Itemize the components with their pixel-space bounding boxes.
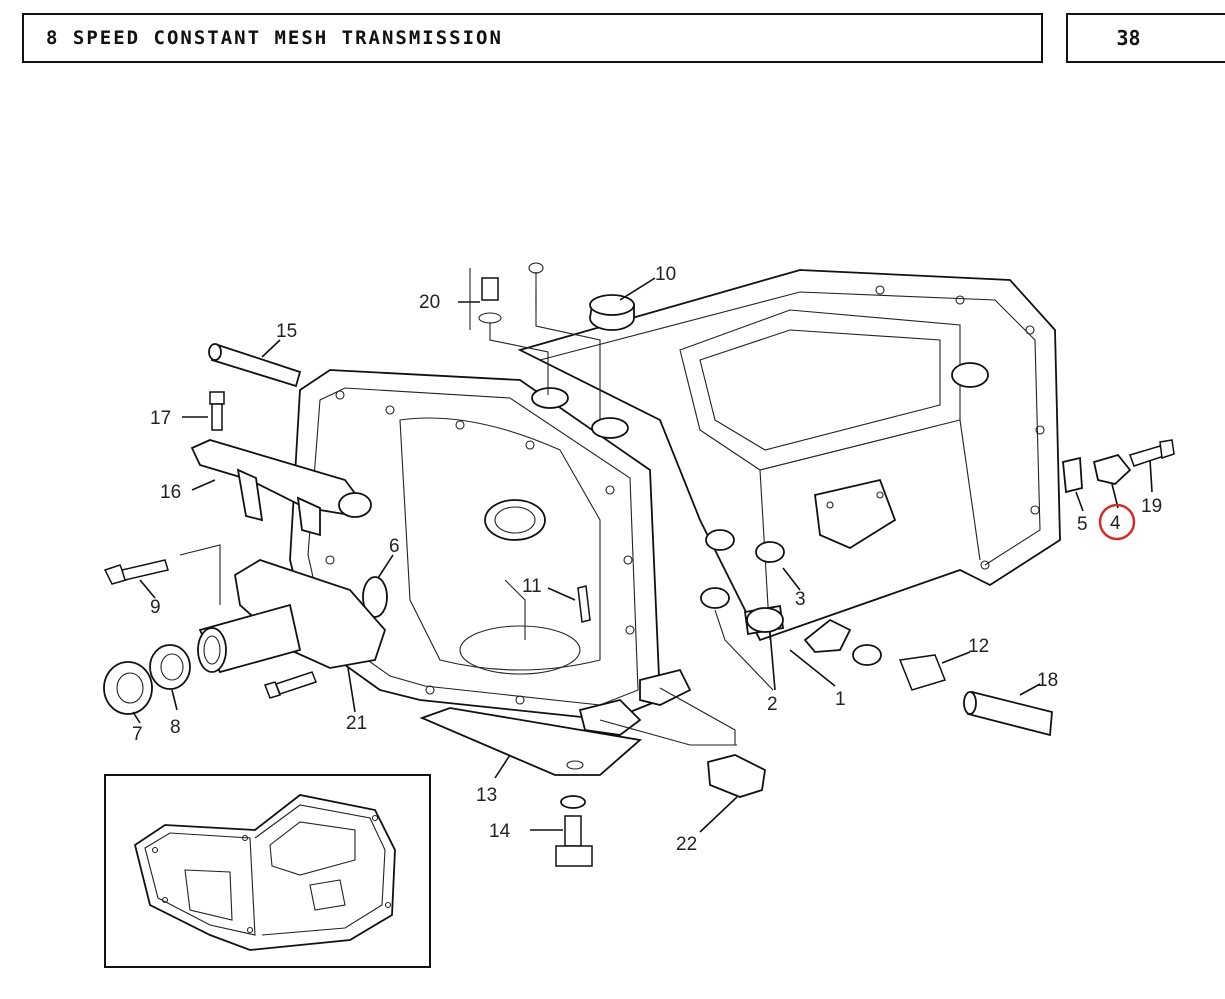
page-number: 38	[1116, 26, 1141, 50]
callout-4: 4	[1110, 513, 1121, 534]
callout-21: 21	[346, 713, 367, 734]
callout-15: 15	[276, 321, 297, 342]
callout-1: 1	[835, 689, 846, 710]
part-8-bearing	[149, 644, 191, 690]
callout-7: 7	[132, 724, 143, 745]
part-11-pin	[577, 585, 591, 623]
callout-12: 12	[968, 636, 989, 657]
callout-19: 19	[1141, 496, 1162, 517]
part-3-bushing	[755, 541, 785, 563]
part-6-seal	[362, 576, 388, 618]
highlight-circle	[1098, 503, 1136, 541]
part-bearing-housing	[197, 559, 387, 674]
callout-17: 17	[150, 408, 171, 429]
callout-14: 14	[489, 821, 511, 842]
part-17-bolt	[209, 391, 225, 431]
callout-5: 5	[1077, 514, 1088, 535]
callout-20: 20	[419, 292, 440, 313]
part-13-plate	[419, 707, 643, 776]
part-4-lock-tab	[1092, 453, 1132, 485]
callout-2: 2	[767, 694, 778, 715]
part-10-cap	[589, 294, 635, 331]
callout-labels: 1 2 3 4 5 6 7 8 9 10 11 12 13 14 15 16 1…	[132, 264, 1162, 855]
part-15-pin	[208, 343, 302, 388]
part-12-plug	[852, 644, 947, 691]
part-20-vent	[478, 262, 544, 324]
transmission-housing	[289, 269, 1061, 736]
part-9-bolt	[103, 559, 169, 585]
callout-22: 22	[676, 834, 697, 855]
callout-18: 18	[1037, 670, 1058, 691]
callout-11: 11	[522, 576, 542, 597]
part-5-plate	[1062, 456, 1083, 494]
callout-10: 10	[655, 264, 676, 285]
callout-6: 6	[389, 536, 400, 557]
part-7-seal	[103, 661, 153, 715]
callout-8: 8	[170, 717, 181, 738]
part-21-bolt	[264, 671, 317, 699]
part-19-bolt	[1129, 439, 1175, 467]
page-title: 8 SPEED CONSTANT MESH TRANSMISSION	[46, 27, 503, 49]
callout-16: 16	[160, 482, 181, 503]
inset-overview-illustration	[133, 794, 396, 951]
callout-3: 3	[795, 589, 806, 610]
page-title-box: 8 SPEED CONSTANT MESH TRANSMISSION	[22, 13, 1043, 63]
part-14-stud	[555, 795, 593, 867]
leader-lines	[132, 268, 1153, 833]
part-18-dowel	[963, 690, 1053, 737]
callout-9: 9	[150, 597, 161, 618]
page-number-box: 38	[1066, 13, 1225, 63]
part-16-lever	[190, 439, 372, 537]
part-22-sensor	[707, 754, 766, 798]
part-2-bushing	[743, 604, 785, 636]
callout-13: 13	[476, 785, 497, 806]
inset-frame	[104, 774, 431, 968]
